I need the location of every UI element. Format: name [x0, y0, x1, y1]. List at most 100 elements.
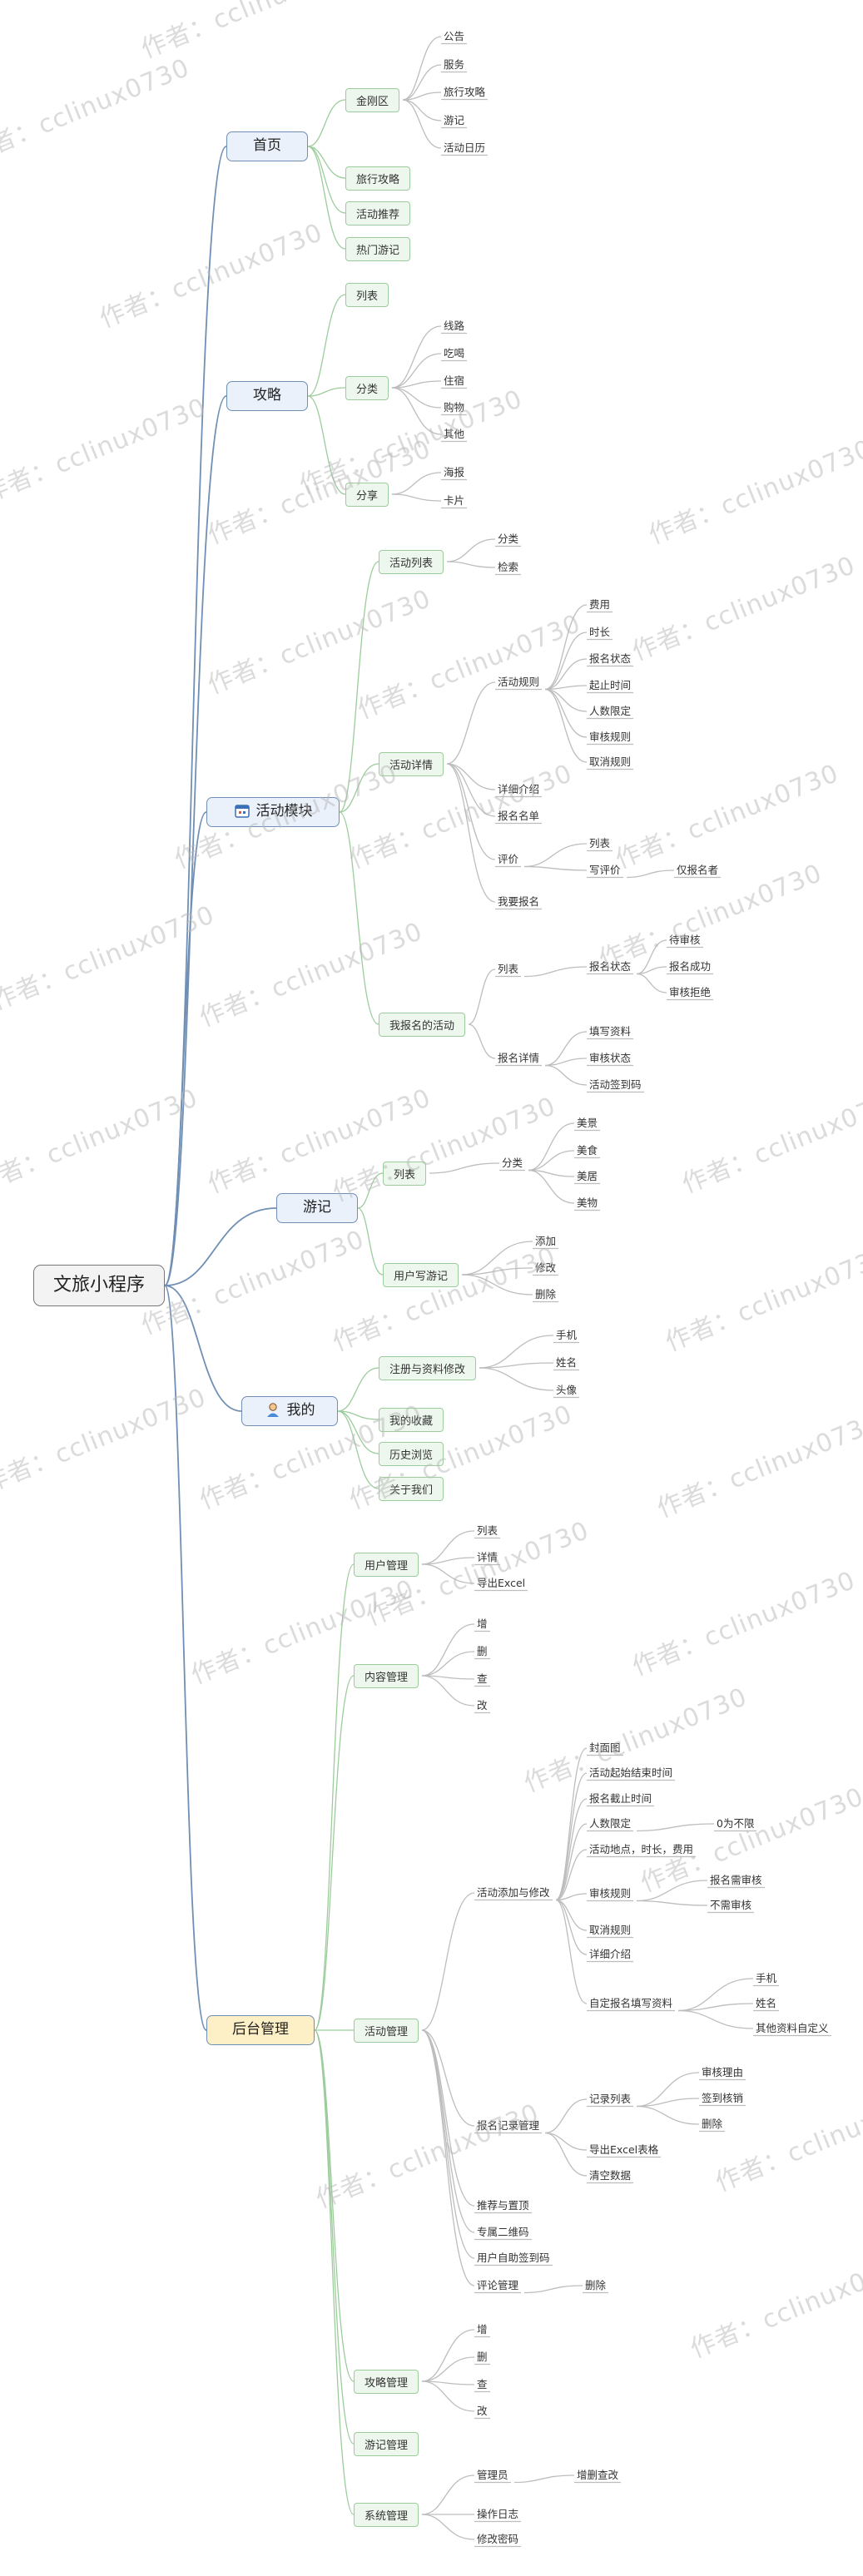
node-label: 美景 [577, 1116, 598, 1129]
topic-leaf: 记录列表 [587, 2093, 633, 2105]
connector [544, 658, 588, 691]
connector [555, 1893, 588, 1901]
topic-leaf: 起止时间 [587, 680, 633, 691]
node-label: 游记 [303, 1199, 331, 1216]
node-label: 海报 [444, 465, 465, 478]
connector [636, 973, 667, 993]
topic-box: 内容管理 [354, 1663, 419, 1688]
connector [421, 1530, 475, 1565]
topic-leaf: 管理员 [474, 2469, 511, 2481]
topic-leaf: 头像 [553, 1385, 579, 1396]
topic-box: 用户管理 [354, 1552, 419, 1577]
connector [391, 387, 442, 409]
topic-leaf: 删除 [699, 2118, 725, 2130]
topic-leaf: 审核状态 [587, 1053, 633, 1064]
connector [461, 1241, 533, 1276]
topic-leaf: 活动地点，时长，费用 [587, 1844, 696, 1855]
node-label: 取消规则 [589, 755, 632, 768]
node-label: 分类 [502, 1156, 523, 1169]
connector [523, 865, 588, 871]
connector [421, 2029, 475, 2286]
node-label: 审核拒绝 [669, 985, 712, 998]
connector [636, 1823, 715, 1832]
connector [544, 604, 588, 691]
node-label: 填写资料 [589, 1024, 632, 1038]
node-label: 旅行攻略 [356, 173, 400, 186]
node-label: 待审核 [669, 933, 701, 946]
connector [544, 688, 588, 763]
connector [421, 1892, 475, 2031]
topic-leaf: 0为不限 [714, 1818, 756, 1830]
topic-leaf: 活动签到码 [587, 1079, 644, 1091]
connector [339, 561, 379, 813]
topic-leaf: 报名详情 [495, 1053, 542, 1064]
connector [544, 632, 588, 691]
node-label: 增删查改 [577, 2468, 619, 2481]
topic-box: 活动列表 [379, 549, 444, 574]
topic-leaf: 服务 [441, 59, 467, 71]
connector [528, 1122, 575, 1172]
node-label: 封面图 [589, 1741, 621, 1754]
topic-leaf: 手机 [553, 1330, 579, 1341]
connector [626, 869, 675, 879]
topic-leaf: 用户自助签到码 [474, 2251, 553, 2264]
node-label: 游记 [444, 113, 465, 126]
node-label: 列表 [394, 1168, 416, 1181]
topic-leaf: 改 [474, 1700, 490, 1712]
node-label: 详细介绍 [498, 782, 540, 795]
node-label: 活动推荐 [356, 208, 400, 221]
connector [391, 472, 442, 495]
topic-leaf: 报名成功 [667, 961, 713, 973]
node-label: 卡片 [444, 493, 465, 507]
topic-box: 分类 [345, 375, 389, 400]
topic-leaf: 删 [474, 1646, 490, 1657]
connector [555, 1772, 588, 1901]
node-label: 审核状态 [589, 1051, 632, 1064]
connector [544, 1058, 588, 1067]
node-label: 购物 [444, 400, 465, 414]
node-label: 用户管理 [365, 1559, 409, 1573]
node-label: 报名状态 [589, 959, 632, 973]
node-label: 热门游记 [356, 244, 400, 257]
topic-box: 分享 [345, 482, 389, 507]
node-label: 活动添加与修改 [477, 1885, 550, 1899]
connector [636, 2105, 700, 2125]
node-label: 人数限定 [589, 1816, 632, 1830]
connector [164, 1285, 207, 2031]
connector [164, 1207, 277, 1286]
node-label: 报名名单 [498, 809, 540, 822]
node-label: 吃喝 [444, 346, 465, 359]
connector [446, 561, 496, 568]
node-label: 分类 [356, 383, 379, 396]
node-label: 删 [477, 2350, 488, 2363]
topic-box: 活动管理 [354, 2018, 419, 2043]
node-label: 查 [477, 1672, 488, 1685]
node-label: 我的 [286, 1402, 315, 1419]
topic-leaf: 添加 [533, 1236, 558, 1247]
node-label: 活动详情 [389, 759, 434, 772]
connector [544, 2098, 588, 2134]
connector [468, 968, 496, 1025]
connector [677, 1978, 754, 2012]
node-label: 用户自助签到码 [477, 2251, 550, 2264]
node-label: 关于我们 [389, 1484, 434, 1497]
node-label: 报名详情 [498, 1051, 540, 1064]
topic-leaf: 线路 [441, 320, 467, 332]
topic-leaf: 取消规则 [587, 1925, 633, 1936]
connector [461, 1274, 533, 1295]
topic-leaf: 详细介绍 [495, 782, 542, 795]
topic-leaf: 审核规则 [587, 731, 633, 743]
connector [307, 395, 346, 495]
node-label: 历史浏览 [389, 1449, 434, 1462]
connector [402, 64, 442, 101]
connector [421, 1557, 475, 1565]
topic-leaf: 专属二维码 [474, 2227, 532, 2238]
connector [636, 939, 667, 975]
connector [391, 387, 442, 435]
topic-leaf: 报名名单 [495, 809, 542, 822]
topic-leaf: 活动起始结束时间 [587, 1767, 675, 1779]
connector [479, 1362, 554, 1369]
topic-leaf: 评价 [495, 854, 521, 865]
connector [544, 1031, 588, 1067]
user-icon [265, 1400, 281, 1417]
